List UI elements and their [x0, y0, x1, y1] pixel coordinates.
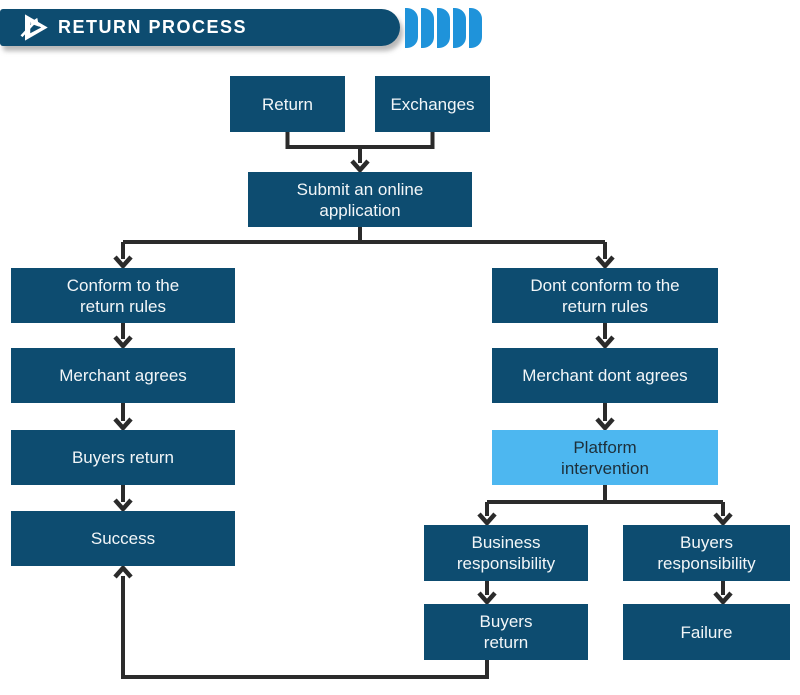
header-banner: RETURN PROCESS	[0, 9, 400, 46]
node-label: Business responsibility	[456, 533, 556, 573]
node-success: Success	[11, 511, 235, 566]
node-merchant-agrees: Merchant agrees	[11, 348, 235, 403]
logo-icon	[20, 14, 48, 41]
node-label: Conform to the return rules	[66, 275, 180, 316]
node-label: Exchanges	[390, 94, 475, 114]
node-buyers-return-bottom: Buyers return	[424, 604, 588, 660]
node-dont-conform-to-return-rules: Dont conform to the return rules	[492, 268, 718, 323]
node-submit-online-application: Submit an online application	[248, 172, 472, 227]
node-conform-to-return-rules: Conform to the return rules	[11, 268, 235, 323]
header-chevrons	[405, 8, 482, 48]
node-label: Submit an online application	[296, 179, 424, 220]
chevron-shape-icon	[469, 8, 482, 48]
node-label: Dont conform to the return rules	[530, 275, 680, 316]
node-return: Return	[230, 76, 345, 132]
node-merchant-dont-agrees: Merchant dont agrees	[492, 348, 718, 403]
node-label: Merchant agrees	[59, 366, 187, 385]
node-label: Failure	[680, 622, 733, 642]
arrowhead-icons	[113, 159, 733, 606]
chevron-shape-icon	[453, 8, 466, 48]
node-label: Buyers return	[71, 448, 175, 467]
node-business-responsibility: Business responsibility	[424, 525, 588, 581]
node-buyers-responsibility: Buyers responsibility	[623, 525, 790, 581]
node-exchanges: Exchanges	[375, 76, 490, 132]
node-label: Success	[90, 529, 156, 548]
page-title: RETURN PROCESS	[58, 17, 248, 37]
node-label: Buyers responsibility	[657, 533, 756, 573]
connector-lines	[121, 132, 725, 679]
node-buyers-return-left: Buyers return	[11, 430, 235, 485]
chevron-shape-icon	[405, 8, 418, 48]
node-label: Merchant dont agrees	[522, 366, 688, 385]
node-label: Platform intervention	[561, 437, 649, 478]
node-label: Buyers return	[479, 612, 533, 652]
node-platform-intervention: Platform intervention	[492, 430, 718, 485]
chevron-shape-icon	[437, 8, 450, 48]
node-failure: Failure	[623, 604, 790, 660]
chevron-shape-icon	[421, 8, 434, 48]
node-label: Return	[261, 94, 314, 114]
